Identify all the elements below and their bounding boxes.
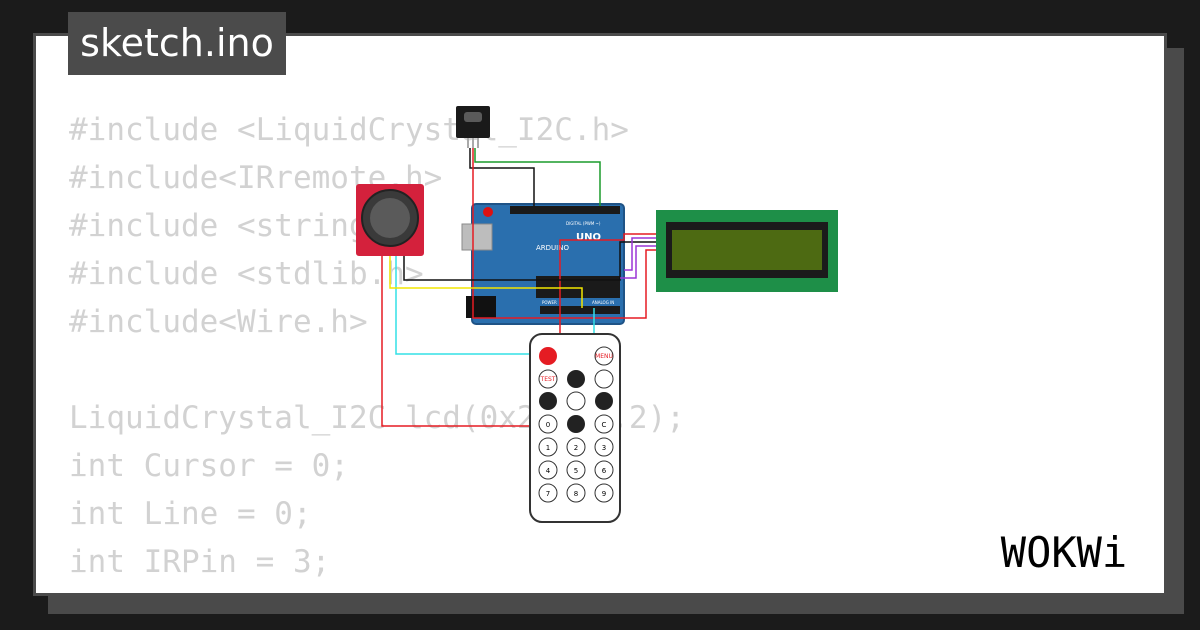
wokwi-logo-text: WOKWi: [1001, 528, 1127, 577]
code-line: int IRPin = 3;: [69, 544, 331, 580]
remote-key: 8: [574, 490, 578, 498]
remote-key: 2: [574, 444, 578, 452]
code-preview: #include <LiquidCrystal_I2C.h>#include<I…: [69, 106, 685, 593]
code-line: #include <stdlib.h>: [69, 256, 424, 292]
ir-remote: MENU TEST 0 C 1 2 3 4 5 6 7 8 9: [529, 333, 621, 523]
circuit-diagram: UNO ARDUINO DIGITAL (PWM ~) ANALOG IN PO…: [356, 106, 838, 523]
code-line: String text = "";: [69, 586, 685, 593]
remote-c-key: C: [602, 421, 607, 429]
arduino-model: UNO: [576, 232, 601, 243]
joystick-module: [356, 184, 424, 256]
remote-key: 1: [546, 444, 550, 452]
remote-menu-label: MENU: [595, 353, 613, 360]
code-line: int Cursor = 0;: [69, 448, 349, 484]
code-line: #include<Wire.h>: [69, 304, 368, 340]
remote-key: 6: [602, 467, 607, 475]
code-line: LiquidCrystal_I2C lcd(0x27,16,2);: [69, 400, 685, 436]
remote-key: 5: [574, 467, 578, 475]
remote-key: 7: [546, 490, 550, 498]
remote-key: 0: [546, 421, 550, 429]
remote-key: 4: [546, 467, 551, 475]
arduino-uno-board: UNO ARDUINO DIGITAL (PWM ~) ANALOG IN PO…: [461, 203, 625, 325]
analog-label: ANALOG IN: [592, 300, 614, 305]
code-line: #include <LiquidCrystal_I2C.h>: [69, 112, 629, 148]
file-title-tab: sketch.ino: [68, 12, 286, 75]
remote-test-label: TEST: [540, 376, 556, 383]
wokwi-logo: WOKWi: [1001, 528, 1127, 577]
code-line: int Line = 0;: [69, 496, 312, 532]
lcd-1602: [656, 210, 838, 292]
digital-label: DIGITAL (PWM ~): [566, 221, 601, 226]
arduino-brand: ARDUINO: [536, 244, 569, 252]
power-label: POWER: [542, 300, 557, 305]
wires: [381, 148, 656, 427]
remote-key: 9: [602, 490, 606, 498]
ir-receiver: [456, 106, 490, 148]
remote-key: 3: [602, 444, 606, 452]
